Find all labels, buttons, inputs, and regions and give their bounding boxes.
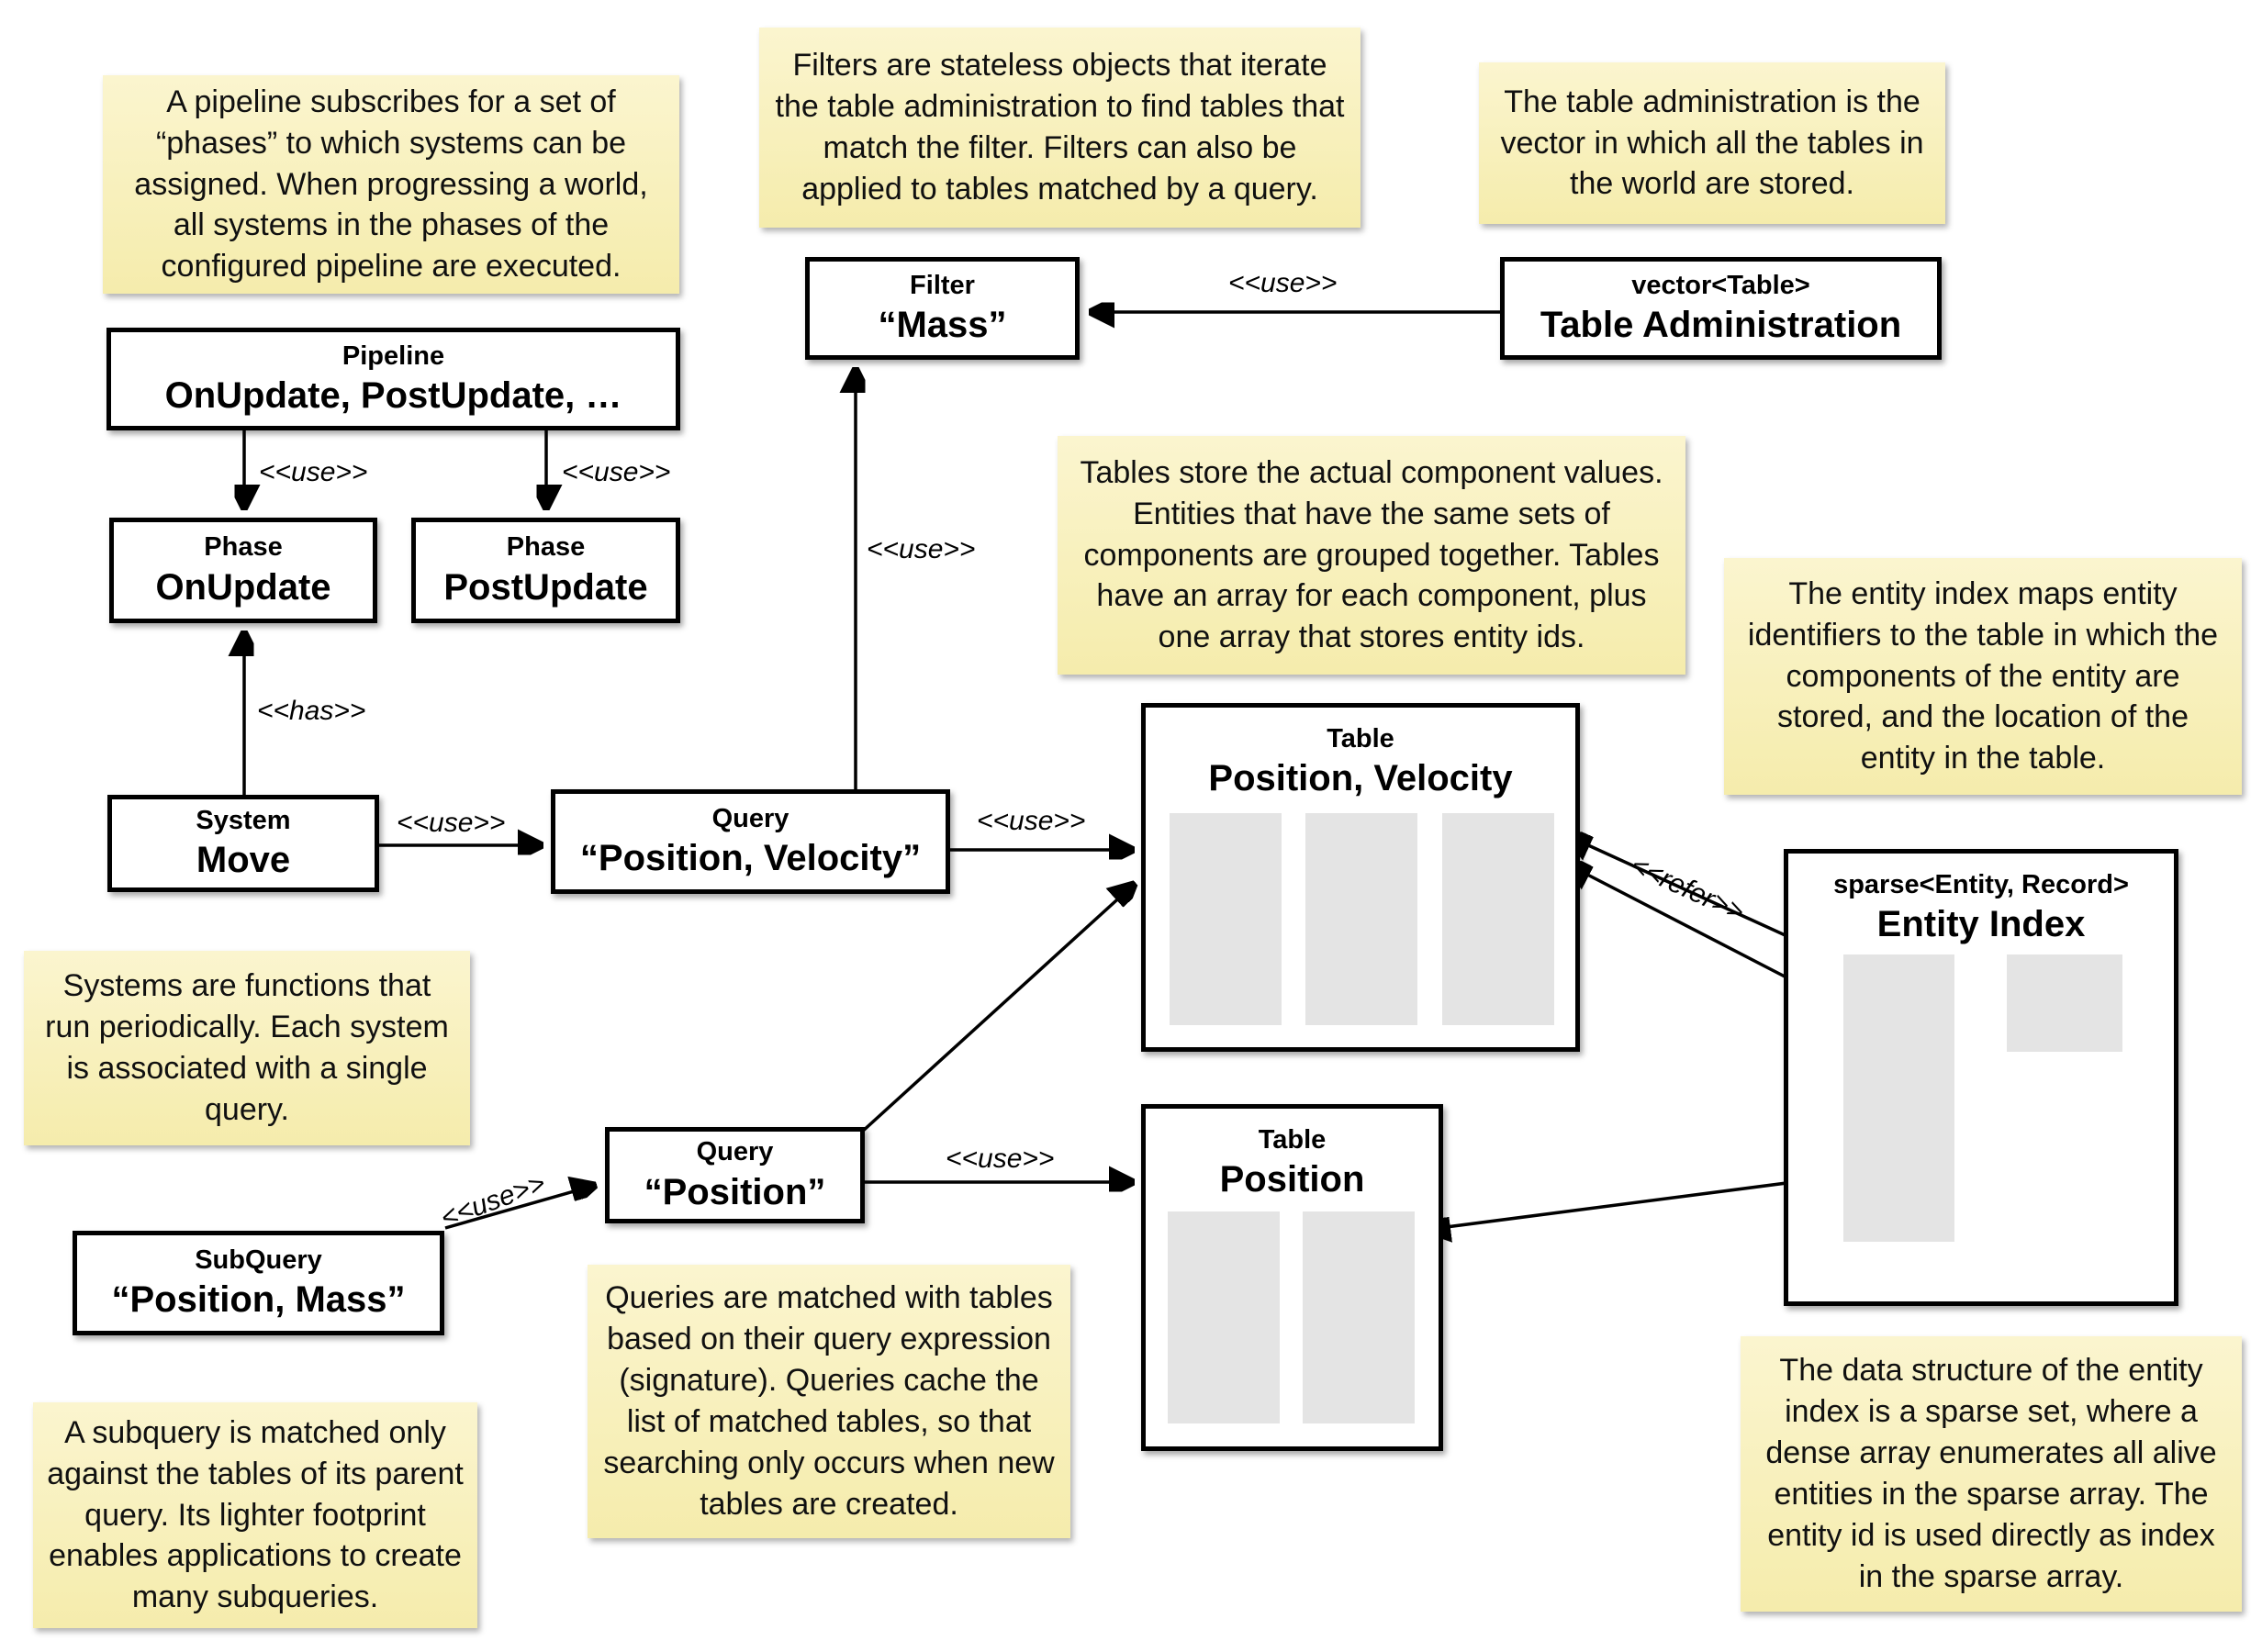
box-system-move: System Move xyxy=(107,795,379,892)
edge-entityindex-tablep xyxy=(1425,1174,1844,1230)
note-tables-text: Tables store the actual component values… xyxy=(1080,454,1663,655)
box-entity-index: sparse<Entity, Record> Entity Index xyxy=(1784,849,2178,1306)
box-table-position-name: Position xyxy=(1219,1159,1365,1200)
edge-label-use-pipeline-postupdate: <<use>> xyxy=(562,457,671,487)
dense-array xyxy=(2007,954,2122,1052)
note-pipeline-text: A pipeline subscribes for a set of “phas… xyxy=(134,84,648,285)
edge-label-use-querypv-filter: <<use>> xyxy=(867,534,976,564)
box-pipeline-name: OnUpdate, PostUpdate, … xyxy=(164,375,622,417)
box-table-position-velocity-name: Position, Velocity xyxy=(1208,758,1513,799)
component-array-2 xyxy=(1305,813,1417,1025)
note-entity-index-text: The entity index maps entity identifiers… xyxy=(1747,575,2219,776)
component-array-1 xyxy=(1168,1211,1280,1423)
box-table-administration-name: Table Administration xyxy=(1540,305,1902,346)
entity-id-array xyxy=(1442,813,1554,1025)
box-table-position: Table Position xyxy=(1141,1104,1443,1451)
box-subquery-stereotype: SubQuery xyxy=(195,1245,322,1275)
edge-queryp-tablepv xyxy=(859,883,1136,1134)
box-table-position-stereotype: Table xyxy=(1258,1125,1327,1155)
component-array-1 xyxy=(1170,813,1282,1025)
edge-label-use-admin-filter: <<use>> xyxy=(1228,268,1338,298)
box-query-position-velocity: Query “Position, Velocity” xyxy=(551,789,950,894)
box-filter-mass: Filter “Mass” xyxy=(805,257,1080,360)
note-table-administration-text: The table administration is the vector i… xyxy=(1500,84,1924,202)
box-phase-postupdate-name: PostUpdate xyxy=(443,566,648,608)
box-phase-postupdate: Phase PostUpdate xyxy=(411,518,680,623)
note-subquery: A subquery is matched only against the t… xyxy=(33,1402,477,1628)
box-pipeline: Pipeline OnUpdate, PostUpdate, … xyxy=(106,328,680,430)
note-filters-text: Filters are stateless objects that itera… xyxy=(775,48,1345,206)
edge-label-use-queryp-tablep: <<use>> xyxy=(946,1144,1055,1174)
box-query-position-velocity-name: “Position, Velocity” xyxy=(579,838,922,879)
box-table-position-velocity-stereotype: Table xyxy=(1327,724,1394,753)
box-table-position-velocity: Table Position, Velocity xyxy=(1141,703,1580,1052)
box-table-administration: vector<Table> Table Administration xyxy=(1500,257,1942,360)
note-subquery-text: A subquery is matched only against the t… xyxy=(47,1414,464,1615)
edge-label-use-pipeline-onupdate: <<use>> xyxy=(259,457,368,487)
box-table-administration-stereotype: vector<Table> xyxy=(1631,270,1810,300)
note-entity-index: The entity index maps entity identifiers… xyxy=(1724,558,2242,795)
box-filter-mass-name: “Mass” xyxy=(878,305,1007,346)
note-tables: Tables store the actual component values… xyxy=(1058,436,1685,675)
box-query-position: Query “Position” xyxy=(605,1127,865,1223)
edge-label-refer-entityindex-tablepv: <<refer>> xyxy=(1626,850,1749,928)
edge-label-has-move-onupdate: <<has>> xyxy=(257,696,366,726)
box-phase-onupdate-name: OnUpdate xyxy=(155,566,331,608)
note-sparse-set: The data structure of the entity index i… xyxy=(1741,1336,2242,1612)
box-phase-onupdate: Phase OnUpdate xyxy=(109,518,377,623)
box-query-position-velocity-stereotype: Query xyxy=(711,803,789,833)
note-systems-text: Systems are functions that run periodica… xyxy=(45,968,449,1127)
note-systems: Systems are functions that run periodica… xyxy=(24,951,470,1145)
box-subquery-name: “Position, Mass” xyxy=(111,1279,406,1321)
edge-label-use-move-querypv: <<use>> xyxy=(397,808,506,838)
note-queries: Queries are matched with tables based on… xyxy=(588,1265,1070,1538)
note-table-administration: The table administration is the vector i… xyxy=(1479,62,1945,224)
box-subquery: SubQuery “Position, Mass” xyxy=(73,1231,444,1335)
box-entity-index-stereotype: sparse<Entity, Record> xyxy=(1833,870,2129,899)
box-pipeline-stereotype: Pipeline xyxy=(342,340,445,371)
sparse-array xyxy=(1843,954,1954,1242)
box-phase-onupdate-stereotype: Phase xyxy=(204,532,283,563)
edge-label-use-subquery-queryp: <<use>> xyxy=(436,1167,550,1234)
box-system-move-stereotype: System xyxy=(196,805,291,835)
box-filter-mass-stereotype: Filter xyxy=(910,270,975,300)
box-query-position-name: “Position” xyxy=(644,1171,826,1212)
box-entity-index-name: Entity Index xyxy=(1876,904,2086,945)
note-sparse-set-text: The data structure of the entity index i… xyxy=(1765,1353,2217,1594)
box-query-position-stereotype: Query xyxy=(696,1137,774,1167)
box-phase-postupdate-stereotype: Phase xyxy=(506,532,586,563)
entity-id-array xyxy=(1303,1211,1415,1423)
note-queries-text: Queries are matched with tables based on… xyxy=(603,1280,1055,1522)
note-filters: Filters are stateless objects that itera… xyxy=(759,28,1361,228)
box-system-move-name: Move xyxy=(196,840,291,881)
edge-label-use-querypv-tablepv: <<use>> xyxy=(977,806,1086,836)
note-pipeline: A pipeline subscribes for a set of “phas… xyxy=(103,75,679,294)
